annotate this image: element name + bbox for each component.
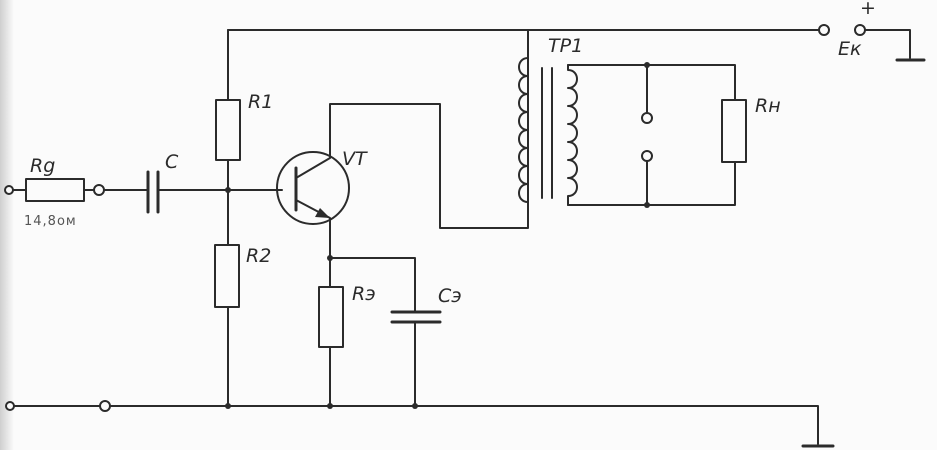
ek-label: Eк bbox=[838, 38, 862, 60]
transformer-primary-winding bbox=[518, 57, 529, 203]
emitter-to-ce-wire bbox=[329, 257, 416, 313]
r2-resistor bbox=[214, 244, 240, 308]
r1-label: R1 bbox=[248, 91, 273, 113]
plus-label: + bbox=[860, 0, 876, 19]
ground-node-r2 bbox=[225, 403, 231, 409]
vt-label: VT bbox=[342, 148, 368, 170]
rg-label: Rg bbox=[30, 155, 55, 177]
ground-node-ce bbox=[412, 403, 418, 409]
c-label: C bbox=[165, 151, 179, 173]
input-terminal-top bbox=[4, 185, 14, 195]
transformer-secondary-winding bbox=[567, 64, 578, 206]
page-edge-shadow bbox=[0, 0, 14, 450]
re-label: Rэ bbox=[352, 283, 376, 305]
ground-terminal-2 bbox=[99, 400, 111, 412]
ce-label: Cэ bbox=[438, 285, 462, 307]
output-terminal-bottom bbox=[641, 150, 653, 162]
secondary-top-wire bbox=[567, 64, 736, 101]
r1-resistor bbox=[215, 99, 241, 161]
ground-node-re bbox=[327, 403, 333, 409]
tr-label: ТР1 bbox=[548, 35, 583, 57]
output-terminal-top bbox=[641, 112, 653, 124]
vt-emitter-arrow bbox=[315, 208, 330, 218]
rn-resistor bbox=[721, 99, 747, 163]
secondary-bottom-wire bbox=[567, 161, 736, 206]
vt-transistor-body bbox=[276, 151, 350, 225]
ek-ground-lead bbox=[865, 29, 911, 59]
rg-value: 14,8ом bbox=[24, 214, 77, 229]
rn-label: Rн bbox=[755, 95, 781, 117]
rg-resistor bbox=[25, 178, 85, 202]
ek-terminal bbox=[818, 24, 830, 36]
rg-output-terminal bbox=[93, 184, 105, 196]
ground-bus bbox=[109, 405, 819, 445]
vt-collector-lead bbox=[295, 29, 529, 229]
vt-emitter-lead bbox=[295, 199, 331, 259]
r2-label: R2 bbox=[246, 245, 271, 267]
ek-plus-terminal bbox=[854, 24, 866, 36]
input-terminal-bottom bbox=[5, 401, 15, 411]
re-resistor bbox=[318, 286, 344, 348]
